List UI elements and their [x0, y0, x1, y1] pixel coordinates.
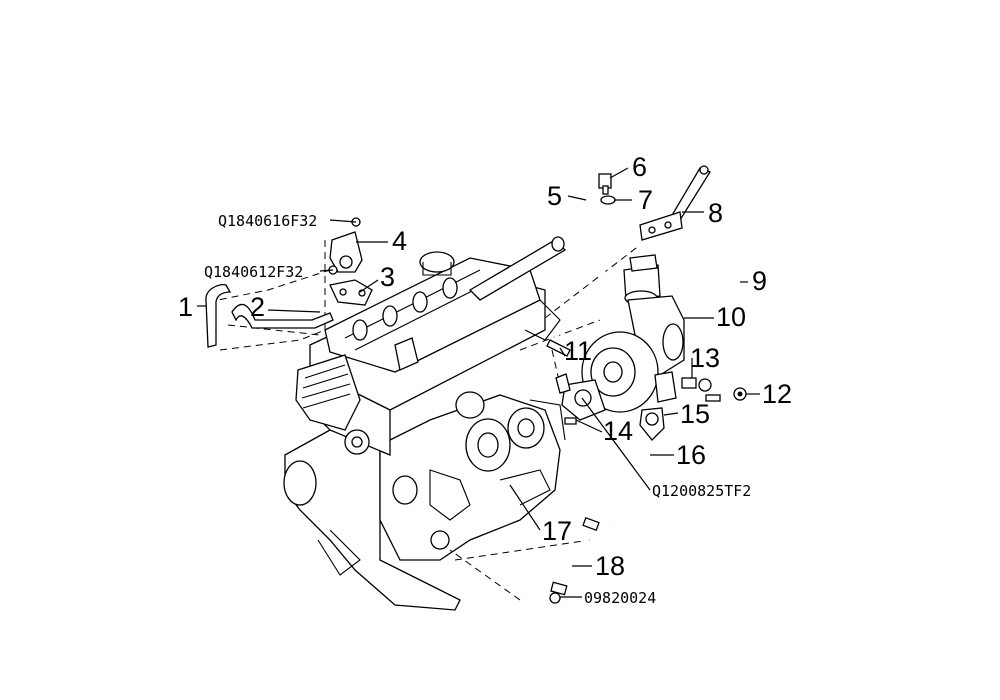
- part-16-return-pipe: [608, 439, 657, 522]
- callout-7: 7: [638, 185, 653, 215]
- part-5-line: [550, 199, 608, 346]
- code-bolt-upper: Q1840616F32: [218, 212, 317, 230]
- callout-14: 14: [603, 416, 633, 446]
- injector-row: [352, 277, 458, 341]
- part-3-bracket: [329, 279, 373, 306]
- part-15-clamp: [639, 407, 665, 441]
- part-8-bracket: [639, 165, 711, 241]
- part-12-nut: [733, 387, 747, 401]
- leader-lines: [197, 167, 760, 598]
- callout-1: 1: [178, 292, 193, 322]
- callout-11: 11: [564, 336, 592, 366]
- part-14-bolt: [564, 417, 577, 425]
- callout-labels: 1 2 3 4 5 6 7 8 9 10 11 12 13 14 15 16 1…: [178, 152, 792, 581]
- part-9-oil-line: [649, 256, 741, 284]
- callout-10: 10: [716, 302, 746, 332]
- callout-6: 6: [632, 152, 647, 182]
- callout-8: 8: [708, 198, 723, 228]
- part-6-bolt: [598, 173, 612, 195]
- callout-4: 4: [392, 226, 407, 256]
- callout-12: 12: [762, 379, 792, 409]
- callout-16: 16: [676, 440, 706, 470]
- part-10-turbocharger: [561, 254, 685, 421]
- code-bolt-turbo: Q1200825TF2: [652, 482, 751, 500]
- code-bolt-lower: Q1840612F32: [204, 263, 303, 281]
- callout-17: 17: [542, 516, 572, 546]
- part-1-hose: [205, 284, 232, 348]
- callout-15: 15: [680, 399, 710, 429]
- part-13-fittings: [681, 377, 721, 402]
- part-7-washer: [600, 195, 616, 205]
- callout-18: 18: [595, 551, 625, 581]
- part-code-labels: Q1840616F32 Q1840612F32 Q1200825TF2 0982…: [204, 212, 751, 607]
- callout-5: 5: [547, 181, 562, 211]
- part-18-drain-hose: [549, 517, 600, 604]
- callout-2: 2: [250, 292, 265, 322]
- part-4-valve: [328, 217, 363, 275]
- part-2-pipe: [231, 303, 334, 329]
- callout-9: 9: [752, 266, 767, 296]
- engine-assembly: [283, 236, 567, 611]
- callout-13: 13: [690, 343, 720, 373]
- callout-3: 3: [380, 262, 395, 292]
- part-11-stud: [546, 339, 571, 394]
- code-clip-drain: 09820024: [584, 589, 656, 607]
